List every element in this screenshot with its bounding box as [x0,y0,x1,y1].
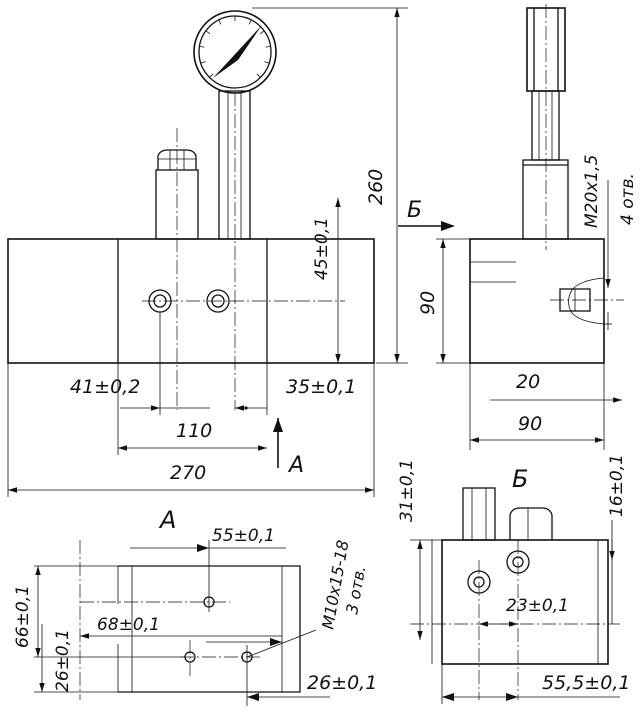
port-hole-right [206,289,230,313]
pressure-gauge-icon [193,10,277,94]
gauge-tick [218,19,222,25]
dim-26-left-label: 26±0,1 [53,629,73,692]
gauge-stem [218,90,251,240]
side-view: M20x1,5 4 отв. 90 20 90 [417,4,638,450]
dim-260-label: 260 [365,169,387,205]
dim-26-bottom-label: 26±0,1 [307,672,377,694]
gauge-tick [259,30,265,35]
gauge-tick [199,45,205,48]
view-a: 55±0,1 M10x15-18 3 отв. 66±0,1 26±0,1 68… [13,526,377,706]
gauge-tick [205,30,211,35]
dim-270-label: 270 [170,462,206,484]
dim-66-label: 66±0,1 [13,585,33,648]
dim-45-label: 45±0,1 [312,217,332,280]
view-B-title: Б [512,465,528,493]
thread-m20-count: 4 отв. [618,173,638,225]
dim-20-label: 20 [516,371,540,393]
section-A-mark: A [287,453,304,478]
dim-68-label: 68±0,1 [97,615,160,635]
view-b: Б 31±0,1 16±0,1 [397,454,630,704]
gauge-tick [209,73,214,78]
dim-31-label: 31±0,1 [397,459,417,522]
dim-110-label: 110 [176,420,212,442]
dim-90-width-label: 90 [518,413,542,435]
dim-23-label: 23±0,1 [506,596,569,616]
dim-55-label: 55±0,1 [212,526,275,546]
gauge-tick [265,45,271,48]
front-view: 260 45±0,1 41±0,2 35±0,1 110 A 270 Б [7,7,455,534]
side-main-block [469,238,605,364]
view-b-main-block [441,539,609,665]
view-B-mark: Б [407,198,422,223]
dim-90-height-label: 90 [417,291,439,315]
dim-16-label: 16±0,1 [607,454,627,517]
dim-35-label: 35±0,1 [286,376,356,398]
gauge-tick [248,19,252,25]
thread-m20-label: M20x1,5 [582,155,602,228]
gauge-tick [200,61,206,64]
view-A-title: A [158,506,176,534]
gauge-tick [264,61,270,64]
dim-41-label: 41±0,2 [70,376,140,398]
gauge-tick [256,73,261,78]
dim-55-5-label: 55,5±0,1 [542,672,630,694]
